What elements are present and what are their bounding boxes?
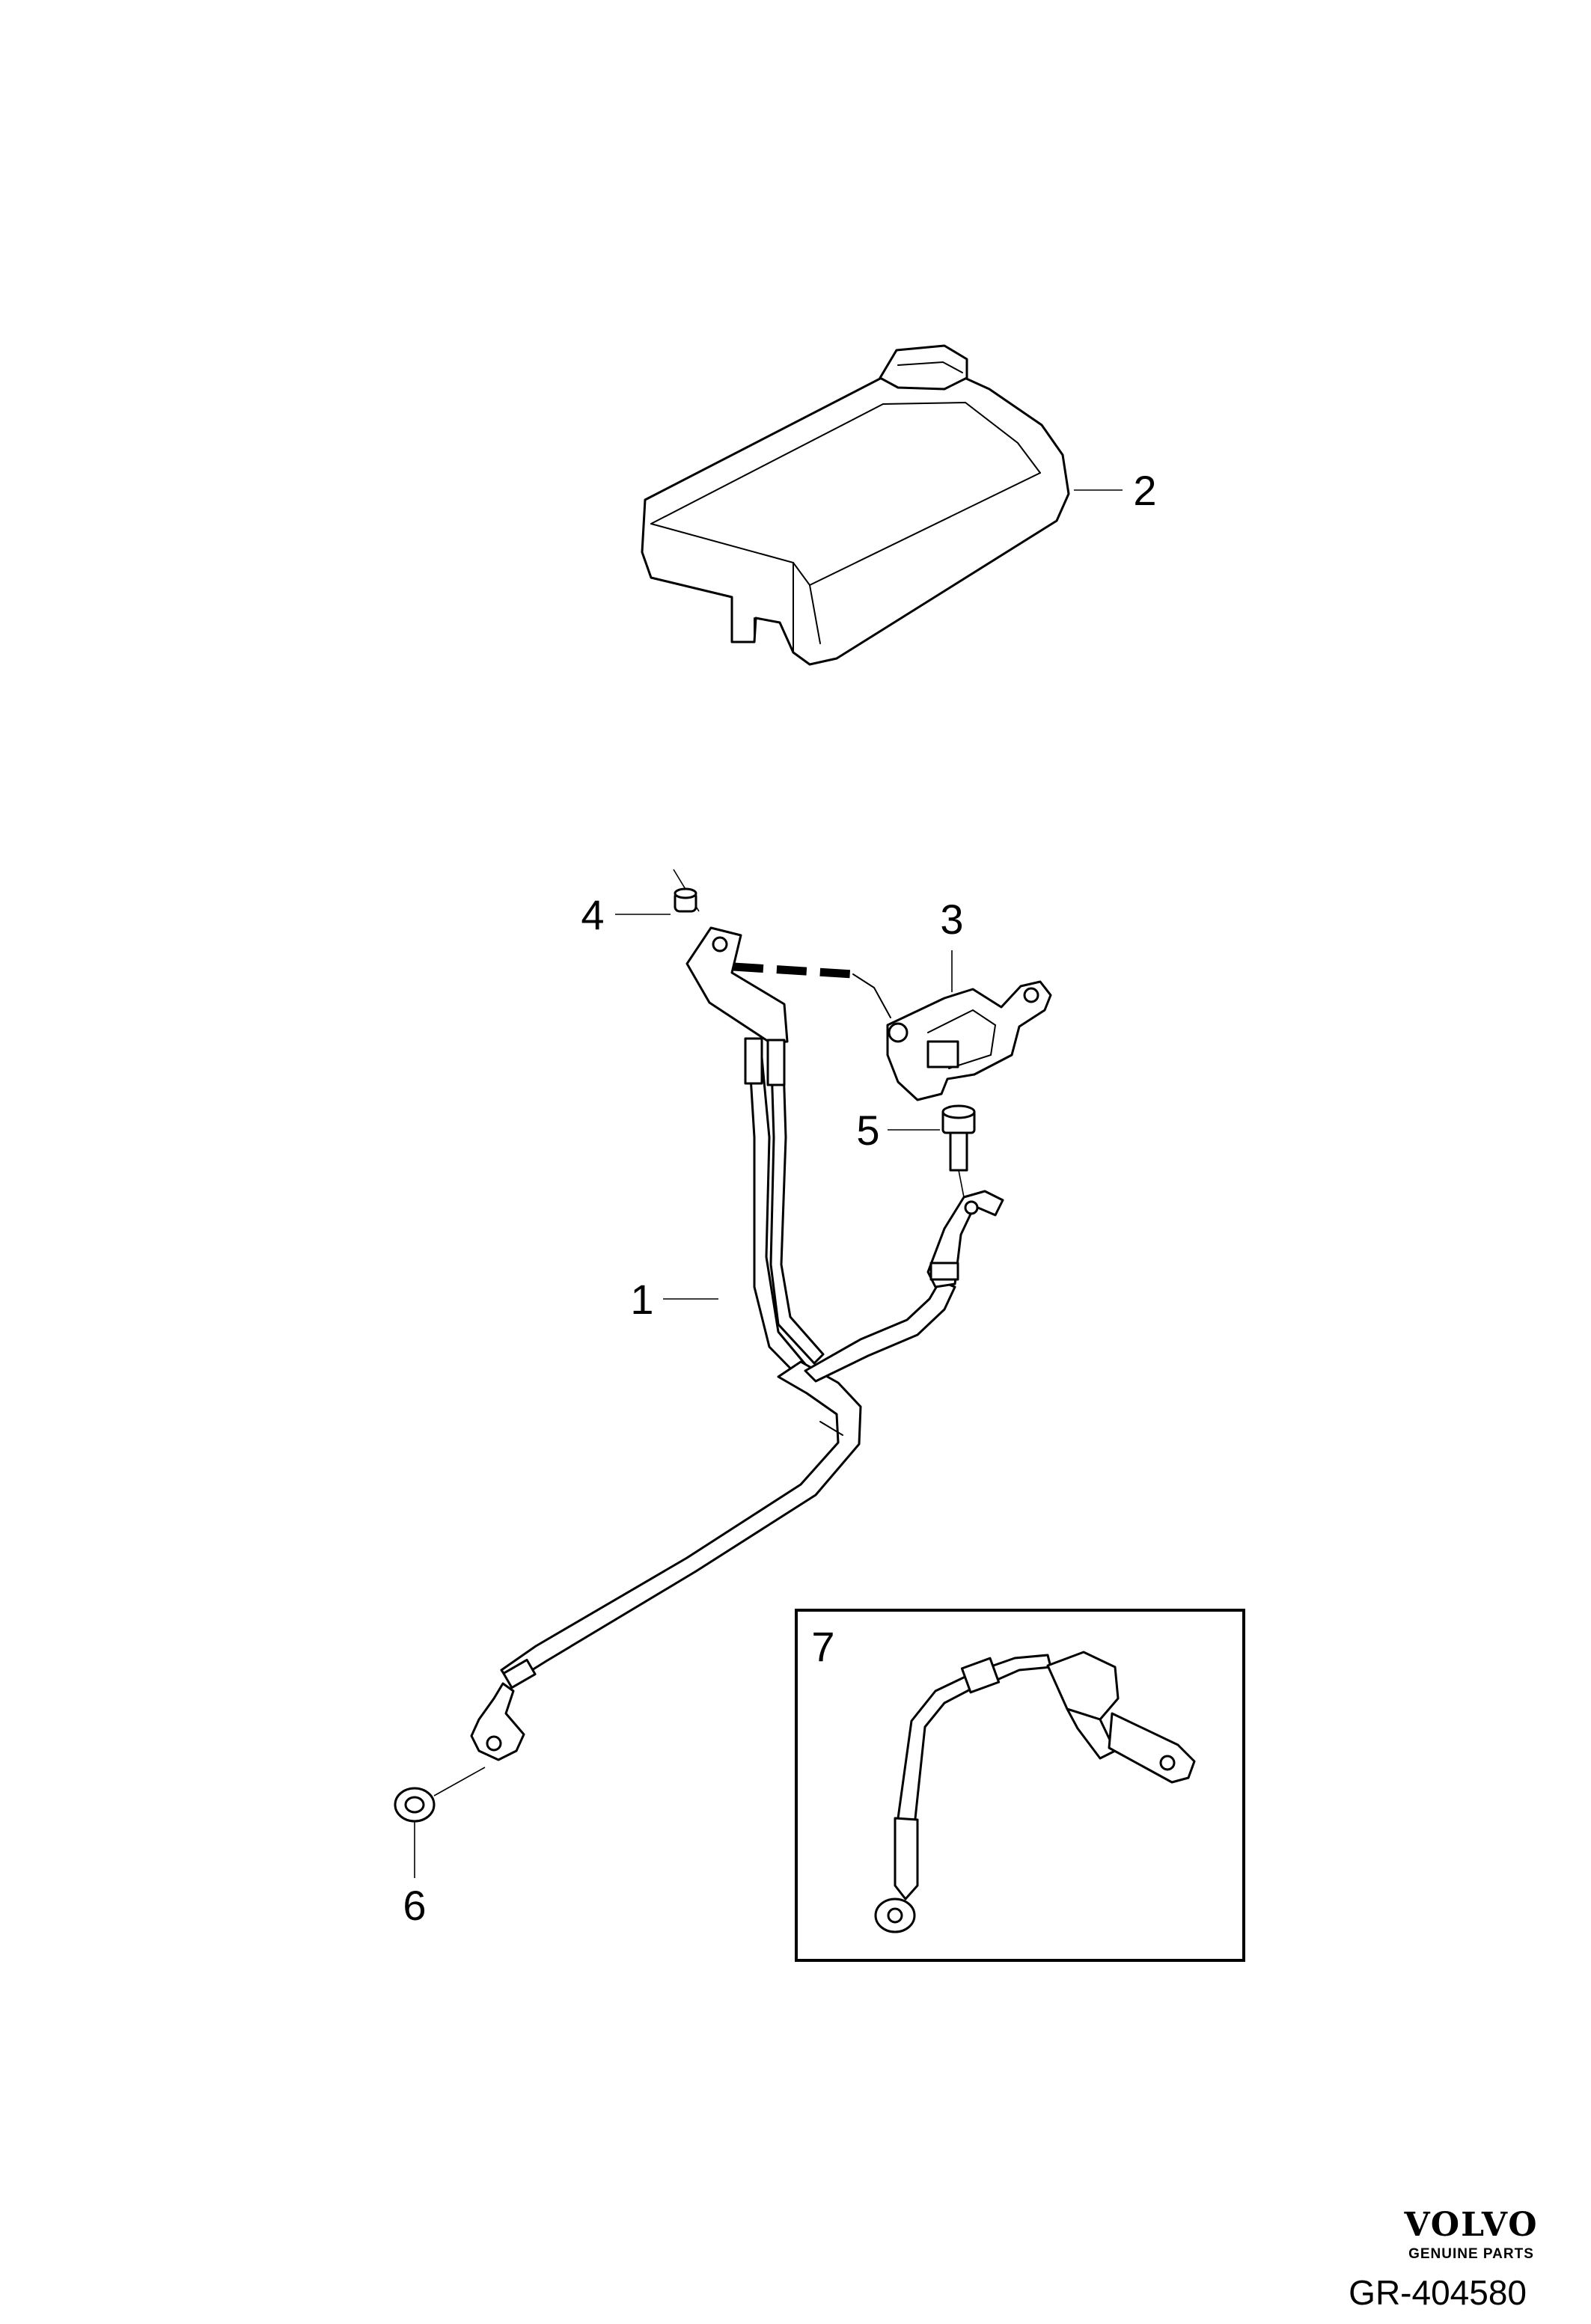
callout-3: 3	[940, 896, 963, 943]
brand-logo: VOLVO	[1403, 2206, 1538, 2244]
inset-box-part-7	[795, 1609, 1245, 1962]
brand-tagline: GENUINE PARTS	[1408, 2246, 1534, 2262]
brand-block: VOLVO GENUINE PARTS GR-404580	[1349, 2206, 1538, 2312]
battery-cover-part	[641, 344, 1070, 666]
callout-6: 6	[403, 1882, 426, 1929]
reference-code: GR-404580	[1349, 2273, 1527, 2312]
callout-2: 2	[1133, 467, 1156, 514]
bolt-part	[941, 1104, 976, 1198]
battery-sensor-part	[886, 980, 1052, 1101]
callout-5: 5	[856, 1107, 879, 1154]
nut-bottom-part	[394, 1767, 486, 1823]
callout-4: 4	[581, 891, 604, 938]
callout-7: 7	[811, 1623, 834, 1670]
battery-cable-part	[470, 926, 1004, 1761]
leader-lines	[414, 489, 1123, 1878]
callout-1: 1	[630, 1276, 653, 1323]
nut-top-part	[673, 869, 700, 913]
